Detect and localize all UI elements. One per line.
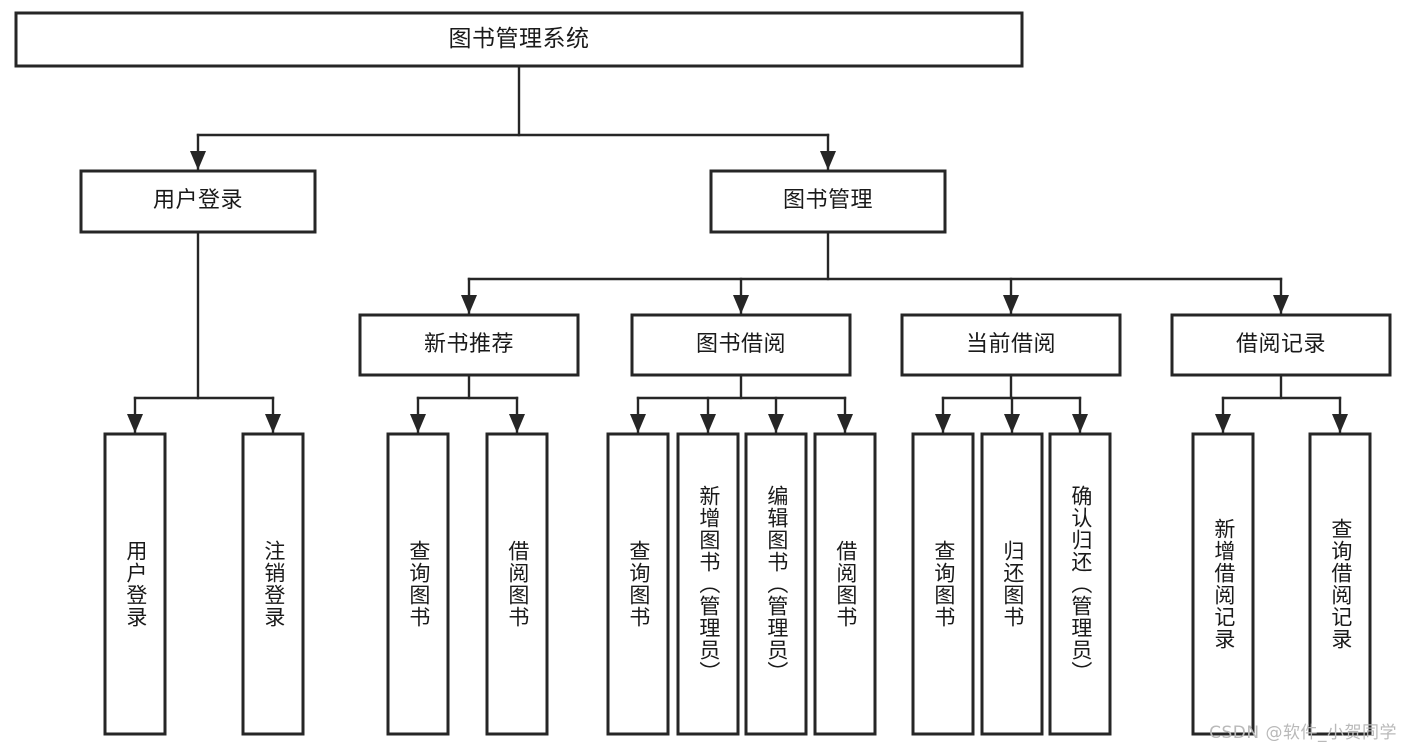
- arrow-head-icon: [1273, 295, 1289, 314]
- node-box-layer: [14, 11, 1392, 736]
- arrow-head-icon: [1004, 414, 1020, 433]
- arrow-head-icon: [700, 414, 716, 433]
- arrow-head-icon: [935, 414, 951, 433]
- arrow-head-icon: [461, 295, 477, 314]
- arrow-head-icon: [190, 151, 206, 170]
- node-box-leaf-borrow-book-rec[interactable]: [485, 432, 549, 736]
- arrow-head-icon: [1003, 295, 1019, 314]
- node-box-leaf-borrow-book[interactable]: [813, 432, 877, 736]
- arrow-head-icon: [820, 151, 836, 170]
- node-box-leaf-edit-book[interactable]: [744, 432, 808, 736]
- node-box-user-login[interactable]: [79, 169, 317, 234]
- arrow-head-icon: [509, 414, 525, 433]
- arrow-head-icon: [1072, 414, 1088, 433]
- arrow-head-icon: [837, 414, 853, 433]
- arrow-head-icon: [630, 414, 646, 433]
- node-box-leaf-logout[interactable]: [241, 432, 305, 736]
- node-box-leaf-query-book-borrow[interactable]: [606, 432, 670, 736]
- arrow-head-icon: [733, 295, 749, 314]
- node-box-leaf-confirm-return[interactable]: [1048, 432, 1112, 736]
- node-box-current-borrow[interactable]: [900, 313, 1122, 377]
- arrow-head-icon: [410, 414, 426, 433]
- arrow-head-icon: [1332, 414, 1348, 433]
- connector-layer: [127, 64, 1348, 435]
- node-box-leaf-query-book-cur[interactable]: [911, 432, 975, 736]
- node-box-leaf-return-book[interactable]: [980, 432, 1044, 736]
- node-box-leaf-query-book-rec[interactable]: [386, 432, 450, 736]
- node-box-leaf-add-record[interactable]: [1191, 432, 1255, 736]
- arrow-head-icon: [1215, 414, 1231, 433]
- arrow-head-icon: [265, 414, 281, 433]
- csdn-watermark: CSDN @软件_小贺同学: [1209, 723, 1397, 743]
- node-box-borrow-record[interactable]: [1170, 313, 1392, 377]
- node-box-new-book-rec[interactable]: [358, 313, 580, 377]
- node-box-book-borrow[interactable]: [630, 313, 852, 377]
- node-box-leaf-add-book[interactable]: [676, 432, 740, 736]
- node-box-book-manage[interactable]: [709, 169, 947, 234]
- arrow-head-icon: [768, 414, 784, 433]
- node-box-root[interactable]: [14, 11, 1024, 68]
- arrow-head-icon: [127, 414, 143, 433]
- node-box-leaf-query-record[interactable]: [1308, 432, 1372, 736]
- node-box-leaf-user-login[interactable]: [103, 432, 167, 736]
